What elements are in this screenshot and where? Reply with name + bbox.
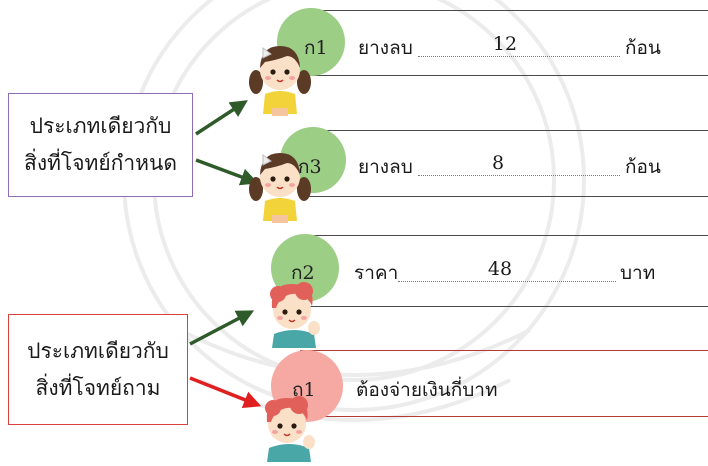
given-box: ประเภทเดียวกับ สิ่งที่โจทย์กำหนด (8, 93, 193, 197)
boy-cartoon-icon (270, 282, 320, 348)
girl-cartoon-icon (249, 46, 311, 116)
row-4-top-line (300, 350, 708, 351)
row-1-top-line (300, 10, 708, 11)
asked-box-line-1: ประเภทเดียวกับ (27, 338, 169, 363)
row-1-unit: ก้อน (625, 37, 661, 59)
row-2-code: ก3 (298, 156, 322, 178)
row-2-value: 8 (491, 152, 505, 174)
row-2-label: ยางลบ (358, 156, 413, 178)
row-3-label: ราคา (354, 262, 399, 284)
row-2-dotted-line (418, 175, 620, 176)
arrow-to-row-4 (189, 376, 262, 408)
row-4-code: ถ1 (292, 379, 316, 401)
row-2-bottom-line (300, 196, 708, 197)
row-2-top-line (300, 130, 708, 131)
row-3-bottom-line (300, 306, 708, 307)
asked-box: ประเภทเดียวกับ สิ่งที่โจทย์ถาม (8, 314, 188, 425)
row-1-code: ก1 (304, 37, 328, 59)
given-box-line-1: ประเภทเดียวกับ (29, 114, 172, 139)
asked-box-line-2: สิ่งที่โจทย์ถาม (35, 375, 161, 400)
row-3-top-line (300, 235, 708, 236)
row-2-unit: ก้อน (625, 156, 661, 178)
arrow-to-row-2 (195, 158, 259, 186)
row-4-bottom-line (300, 416, 708, 417)
given-box-line-2: สิ่งที่โจทย์กำหนด (24, 151, 177, 175)
row-1-dotted-line (418, 56, 620, 57)
arrow-to-row-3 (189, 310, 255, 346)
row-3-value: 48 (487, 258, 513, 280)
row-3-unit: บาท (620, 262, 656, 284)
row-3-dotted-line (398, 281, 616, 282)
row-1-label: ยางลบ (358, 37, 413, 59)
boy-cartoon-icon (265, 396, 315, 462)
girl-cartoon-icon (249, 153, 311, 223)
row-1-value: 12 (492, 33, 518, 55)
row-3-code: ก2 (291, 262, 315, 284)
row-1-bottom-line (300, 75, 708, 76)
arrow-to-row-1 (195, 100, 248, 136)
row-4-question: ต้องจ่ายเงินกี่บาท (356, 379, 498, 401)
